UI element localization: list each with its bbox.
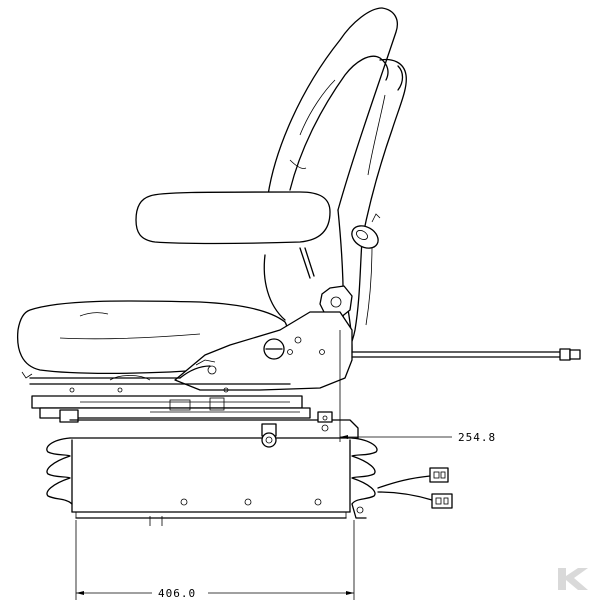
lumbar-knob [351,213,381,249]
left-bellows [46,437,73,505]
height-dimension-label: 254.8 [458,431,496,444]
slide-rails [29,375,311,423]
dimension-width: 406.0 [75,516,355,600]
suspension-base [71,439,367,519]
brand-logo [558,568,588,590]
right-bellows [351,437,378,505]
wire-connectors [377,467,453,509]
hanging-bolt [261,423,277,448]
adjuster-rod [351,348,581,361]
width-dimension-label: 406.0 [158,587,196,600]
armrest [135,191,331,279]
seat-bracket [174,311,353,391]
dimension-height: 254.8 [339,330,496,444]
